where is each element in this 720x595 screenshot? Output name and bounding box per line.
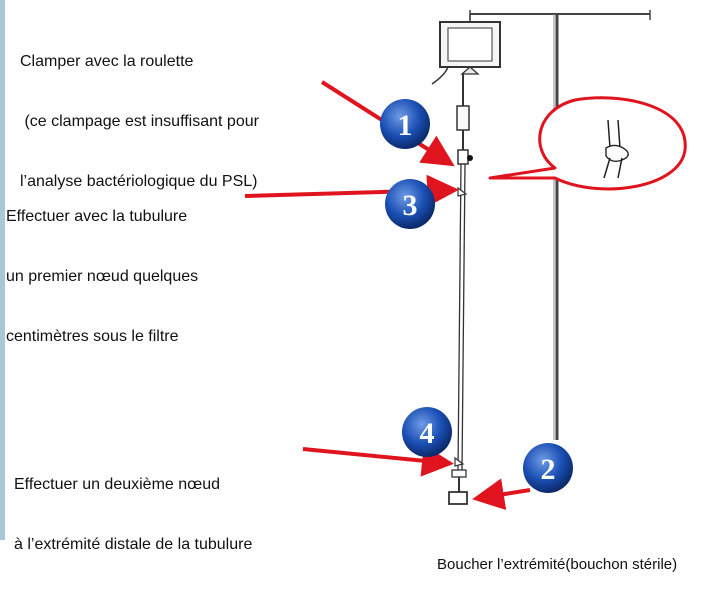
tubing — [448, 74, 473, 505]
step-marker-1: 1 — [380, 99, 430, 149]
annotation-clamp-line1: Clamper avec la roulette — [20, 53, 194, 70]
blood-bag — [431, 14, 501, 85]
annotation-first-knot-line2: un premier nœud quelques — [6, 268, 199, 285]
step-marker-1-label: 1 — [398, 109, 413, 142]
callout-arrows — [244, 80, 531, 511]
iv-pole — [469, 10, 651, 440]
annotation-cap-line1: Boucher l’extrémité(bouchon stérile) — [437, 556, 678, 573]
annotation-first-knot-line1: Effectuer avec la tubulure — [6, 208, 188, 225]
transfusion-diagram: 1 3 4 2 — [244, 10, 687, 511]
knot-detail-callout — [488, 96, 687, 191]
annotation-first-knot-line3: centimètres sous le filtre — [6, 328, 179, 345]
step-marker-2: 2 — [523, 443, 573, 493]
annotation-clamp-line2: (ce clampage est insuffisant pour — [20, 113, 259, 130]
annotation-clamp: Clamper avec la roulette (ce clampage es… — [20, 12, 259, 212]
step-marker-3: 3 — [385, 179, 435, 229]
step-marker-4-label: 4 — [420, 417, 435, 450]
annotation-first-knot: Effectuer avec la tubulure un premier nœ… — [6, 167, 198, 367]
annotation-second-knot-line1: Effectuer un deuxième nœud — [14, 476, 221, 493]
step-marker-4: 4 — [402, 407, 452, 457]
slide-frame — [0, 0, 5, 540]
step-marker-2-label: 2 — [541, 453, 556, 486]
annotation-clamp-line3: l’analyse bactériologique du PSL) — [20, 173, 258, 190]
step-marker-3-label: 3 — [403, 189, 418, 222]
